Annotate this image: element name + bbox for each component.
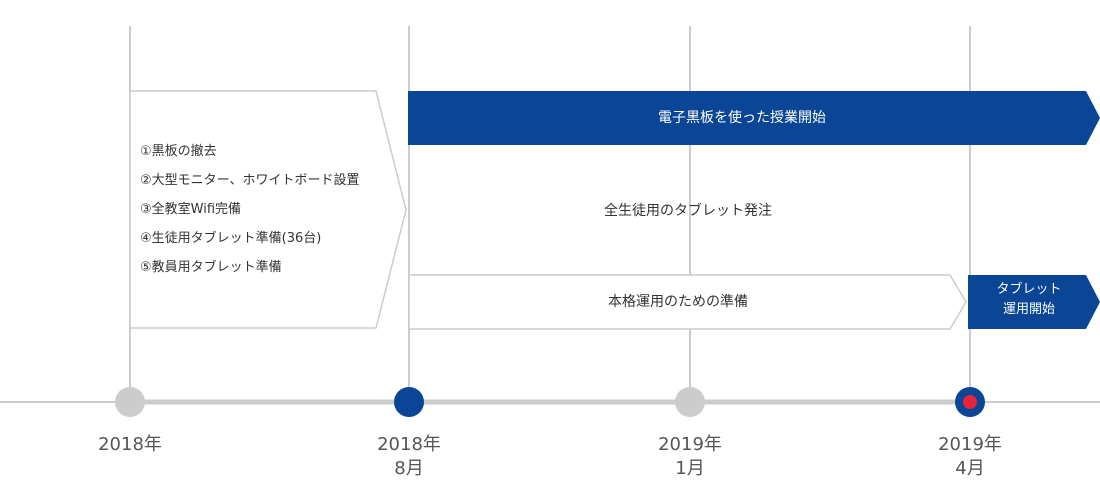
date-line: 2019年 xyxy=(658,434,722,455)
date-line: 1月 xyxy=(675,458,705,479)
tablet-operation-label: タブレット 運用開始 xyxy=(968,280,1090,320)
intro-step: ①黒板の撤去 xyxy=(140,144,217,159)
date-line: 2019年 xyxy=(938,434,1002,455)
blackboard-lessons-label: 電子黒板を使った授業開始 xyxy=(658,110,826,126)
date-label-2018-08: 2018年 8月 xyxy=(339,433,479,481)
intro-step: ③全教室Wifi完備 xyxy=(140,202,242,217)
date-line: 2018年 xyxy=(98,434,162,455)
date-label-2018: 2018年 xyxy=(60,433,200,457)
marker-2019-04-current-dot xyxy=(963,395,977,409)
intro-steps-chevron xyxy=(129,90,407,329)
full-preparation-label: 本格運用のための準備 xyxy=(608,294,748,310)
intro-step: ④生徒用タブレット準備(36台) xyxy=(140,231,322,246)
intro-steps-list: ①黒板の撤去 ②大型モニター、ホワイトボード設置 ③全教室Wifi完備 ④生徒用… xyxy=(140,140,360,285)
date-line: 4月 xyxy=(955,458,985,479)
tablet-order-label: 全生徒用のタブレット発注 xyxy=(604,203,772,219)
intro-step: ②大型モニター、ホワイトボード設置 xyxy=(140,173,360,188)
intro-step: ⑤教員用タブレット準備 xyxy=(140,260,282,275)
full-preparation-chevron xyxy=(408,274,967,330)
marker-2019-01 xyxy=(675,387,705,417)
tablet-operation-line: 運用開始 xyxy=(1002,302,1055,317)
tablet-operation-line: タブレット xyxy=(996,282,1062,297)
tablet-operation-banner xyxy=(968,275,1100,329)
blackboard-lessons-banner xyxy=(408,91,1100,145)
marker-2018-08 xyxy=(394,387,424,417)
date-label-2019-01: 2019年 1月 xyxy=(620,433,760,481)
date-line: 8月 xyxy=(394,458,424,479)
marker-2018 xyxy=(115,387,145,417)
date-label-2019-04: 2019年 4月 xyxy=(900,433,1040,481)
date-line: 2018年 xyxy=(377,434,441,455)
